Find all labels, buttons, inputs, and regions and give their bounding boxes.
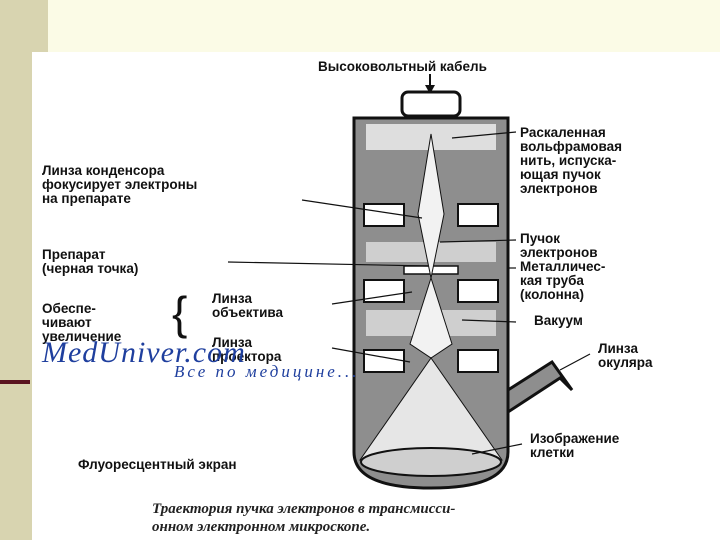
label-beam: Пучок электронов xyxy=(520,232,598,260)
column-cap xyxy=(402,92,460,116)
label-vacuum: Вакуум xyxy=(534,314,583,328)
label-objective: Линза объектива xyxy=(212,292,283,320)
label-filament: Раскаленная вольфрамовая нить, испуска- … xyxy=(520,126,622,196)
label-cable: Высоковольтный кабель xyxy=(318,60,487,74)
magnification-brace: { xyxy=(172,290,187,336)
slide-accent-rule xyxy=(0,380,30,384)
microscope-figure: Высоковольтный кабель Раскаленная вольфр… xyxy=(32,52,712,540)
label-tube: Металличес- кая труба (колонна) xyxy=(520,260,605,302)
figure-caption: Траектория пучка электронов в трансмисси… xyxy=(152,500,712,536)
eyepiece-tube xyxy=(508,362,572,412)
label-screen: Флуоресцентный экран xyxy=(78,458,237,472)
label-image: Изображение клетки xyxy=(530,432,619,460)
slide-header-area xyxy=(48,0,720,52)
watermark-tagline: Все по медицине... xyxy=(174,362,360,382)
label-eyepiece: Линза окуляра xyxy=(598,342,653,370)
label-specimen: Препарат (черная точка) xyxy=(42,248,138,276)
label-condenser: Линза конденсора фокусирует электроны на… xyxy=(42,164,197,206)
